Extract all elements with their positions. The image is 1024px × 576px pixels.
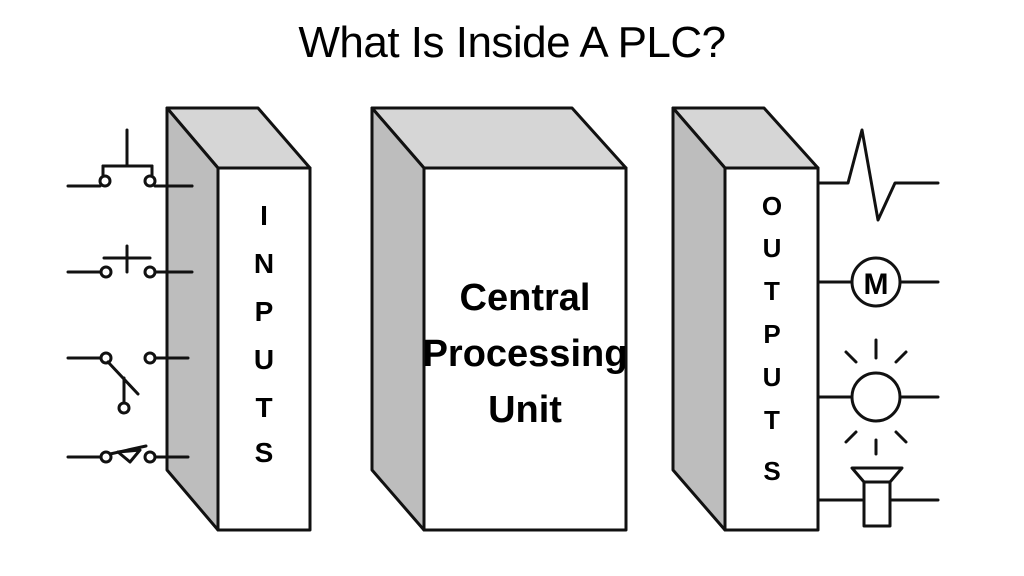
motor-icon: M: [816, 256, 940, 308]
cpu-label: Central Processing Unit: [423, 277, 628, 431]
inputs-label: I N P U T S: [254, 200, 274, 468]
inputs-letter: U: [254, 344, 274, 375]
horn-icon: [816, 466, 940, 528]
inputs-letter: P: [255, 296, 274, 327]
inputs-letter: I: [260, 200, 268, 231]
pushbutton-nc-icon: [66, 128, 194, 188]
solenoid-coil-icon: [816, 128, 940, 222]
selector-switch-icon: [66, 351, 190, 415]
slide-title: What Is Inside A PLC?: [298, 18, 726, 67]
outputs-letter: U: [763, 233, 782, 263]
outputs-letter: U: [763, 362, 782, 392]
cpu-block: Central Processing Unit: [370, 106, 628, 532]
outputs-letter: S: [763, 456, 780, 486]
inputs-letter: T: [255, 392, 272, 423]
outputs-letter: T: [764, 276, 780, 306]
cpu-label-line: Central: [460, 277, 591, 319]
outputs-label: O U T P U T S: [762, 191, 782, 486]
pushbutton-no-icon: [66, 244, 194, 279]
cpu-label-line: Unit: [488, 389, 562, 431]
limit-switch-icon: [66, 444, 190, 464]
inputs-block: I N P U T S: [165, 106, 312, 532]
inputs-letter: S: [255, 437, 274, 468]
outputs-letter: O: [762, 191, 782, 221]
inputs-letter: N: [254, 248, 274, 279]
cpu-label-line: Processing: [423, 333, 628, 375]
motor-label: M: [864, 268, 889, 301]
outputs-letter: T: [764, 405, 780, 435]
outputs-letter: P: [763, 319, 780, 349]
lamp-icon: [816, 338, 940, 456]
outputs-block: O U T P U T S: [671, 106, 820, 532]
